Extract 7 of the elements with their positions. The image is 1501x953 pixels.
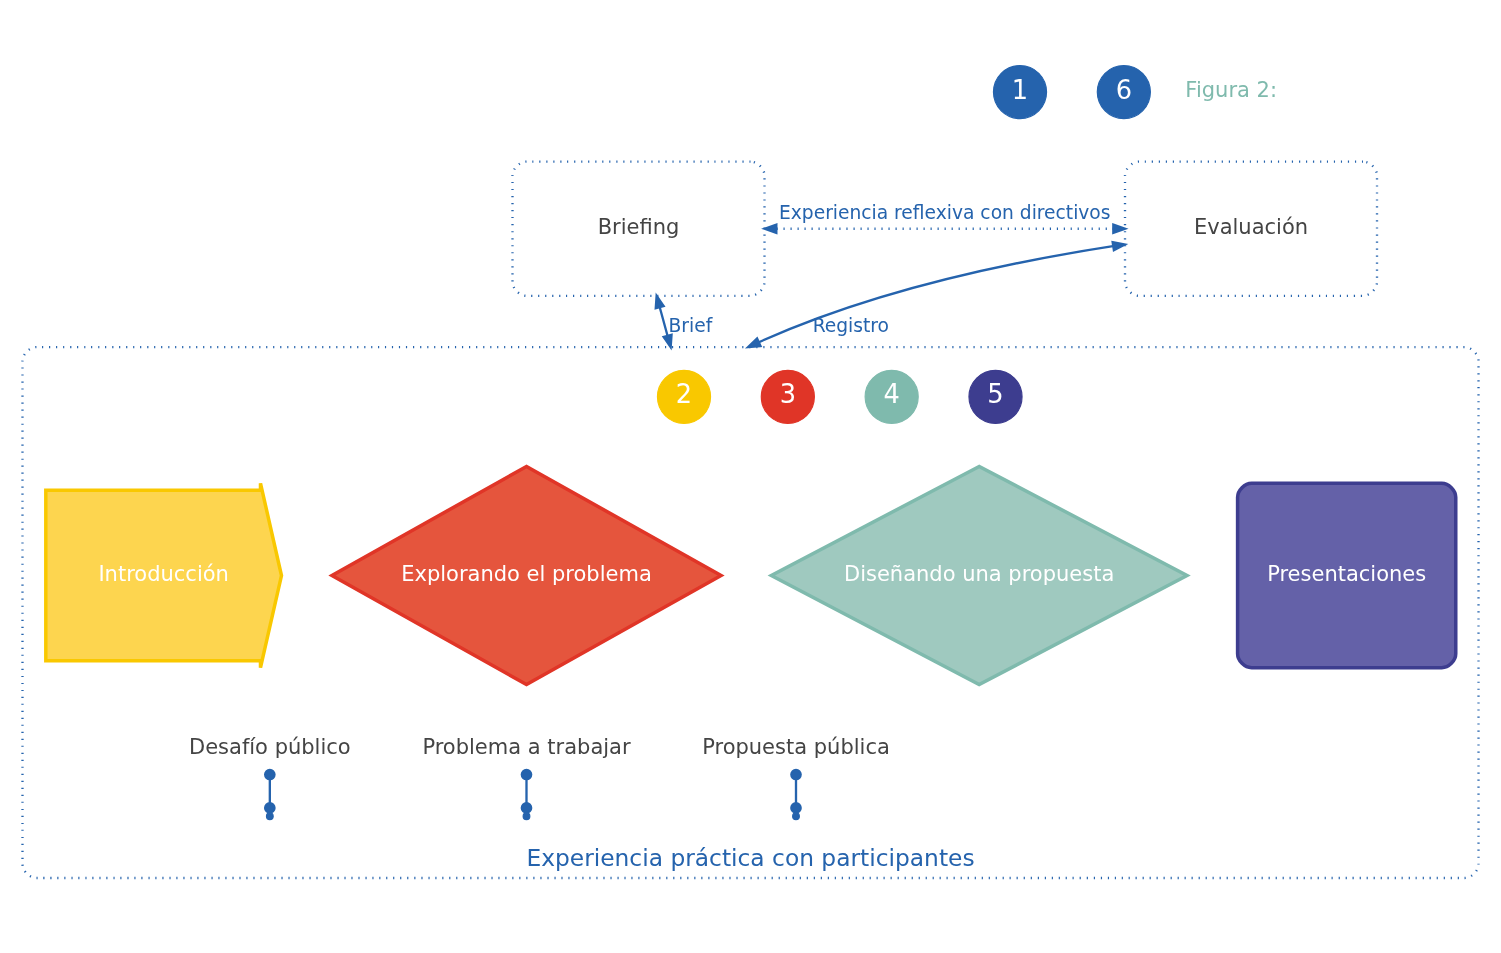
- edge-label: Experiencia reflexiva con directivos: [779, 202, 1111, 224]
- node-text: Propuesta pública: [702, 734, 890, 759]
- edge-label: Brief: [668, 314, 713, 336]
- node-text: Desafío público: [188, 734, 351, 759]
- label: Figura 2:: [1185, 78, 1277, 103]
- node-text: Problema a trabajar: [422, 734, 631, 759]
- edge-label: Registro: [812, 314, 890, 336]
